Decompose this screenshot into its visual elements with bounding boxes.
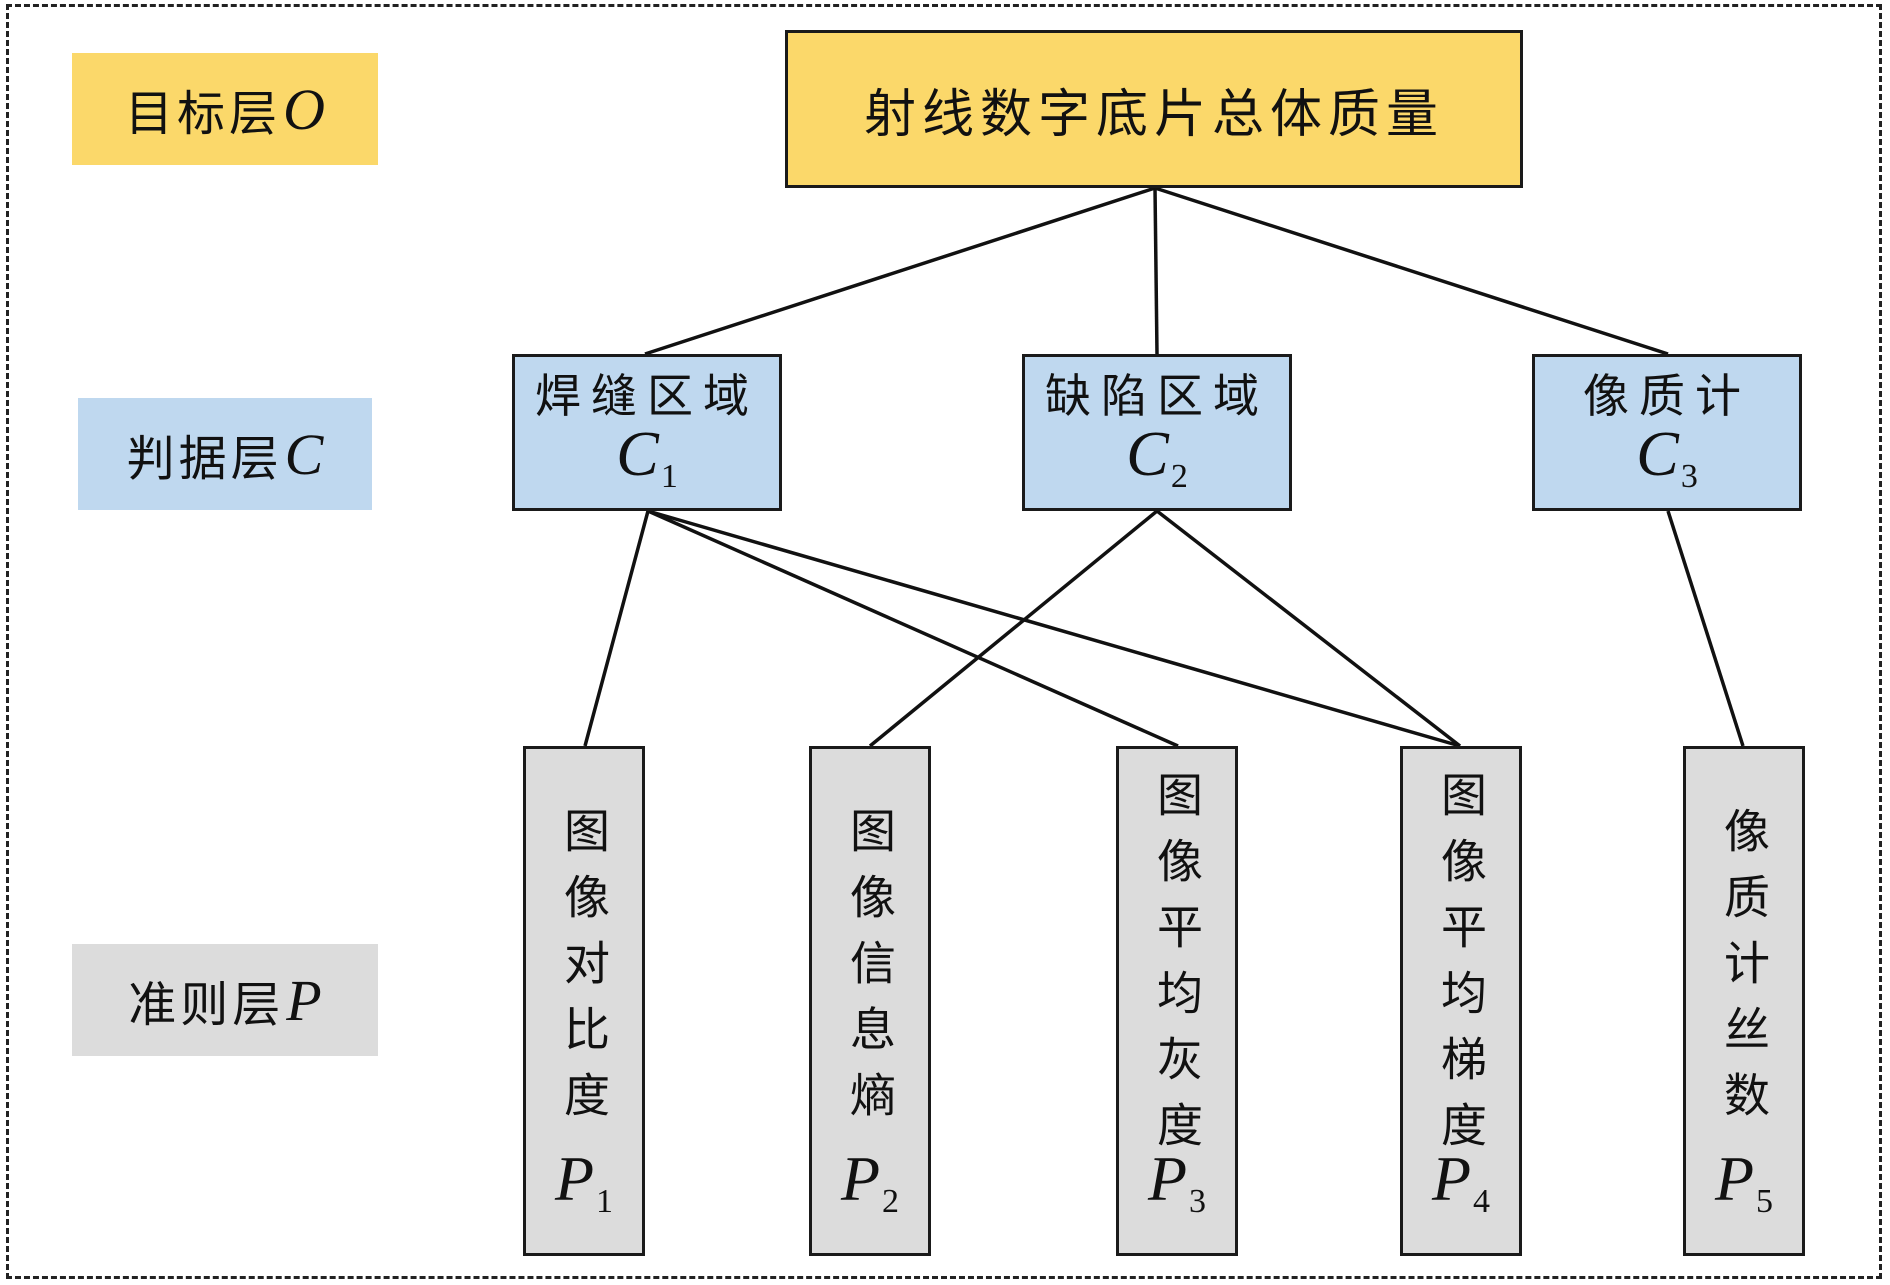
indicator-symbol: P4 — [1431, 1143, 1491, 1220]
link-c2-p4 — [1155, 509, 1462, 748]
criterion-label: 缺陷区域 — [1045, 369, 1269, 424]
link-c2-p2 — [868, 509, 1159, 748]
criterion-symbol: C1 — [616, 417, 678, 495]
criterion-node-c3: 像质计 C3 — [1532, 354, 1802, 511]
layer-criterion-symbol: C — [284, 421, 324, 487]
criterion-node-c2: 缺陷区域 C2 — [1022, 354, 1292, 511]
indicator-label: 图像平均梯度 — [1434, 771, 1488, 1167]
link-c1-p3 — [647, 509, 1179, 748]
indicator-label: 图像平均灰度 — [1150, 771, 1204, 1167]
criterion-symbol: C2 — [1126, 417, 1188, 495]
layer-indicator-text: 准则层 — [128, 977, 285, 1033]
link-goal-c1 — [644, 186, 1156, 356]
indicator-symbol: P1 — [554, 1143, 614, 1220]
goal-node-label: 射线数字底片总体质量 — [863, 84, 1444, 145]
indicator-node-p5: 像质计丝数 P5 — [1683, 746, 1805, 1256]
link-c1-p4 — [647, 509, 1461, 748]
indicator-symbol: P3 — [1147, 1143, 1207, 1220]
indicator-node-p4: 图像平均梯度 P4 — [1400, 746, 1522, 1256]
layer-criterion-text: 判据层 — [126, 431, 283, 487]
link-goal-c3 — [1154, 186, 1669, 356]
indicator-symbol: P5 — [1714, 1143, 1774, 1220]
indicator-node-p2: 图像信息熵 P2 — [809, 746, 931, 1256]
layer-goal-symbol: O — [283, 76, 325, 142]
indicator-label: 图像对比度 — [557, 807, 611, 1137]
layer-goal-text: 目标层 — [125, 86, 282, 142]
criterion-symbol: C3 — [1636, 417, 1698, 495]
indicator-label: 像质计丝数 — [1717, 807, 1771, 1137]
diagram-frame — [6, 4, 1882, 1279]
indicator-node-p3: 图像平均灰度 P3 — [1116, 746, 1238, 1256]
indicator-label: 图像信息熵 — [843, 807, 897, 1137]
link-c1-p1 — [583, 510, 650, 747]
goal-node: 射线数字底片总体质量 — [785, 30, 1523, 188]
layer-indicator-symbol: P — [286, 967, 322, 1033]
criterion-label: 像质计 — [1583, 369, 1751, 424]
criterion-node-c1: 焊缝区域 C1 — [512, 354, 782, 511]
criterion-label: 焊缝区域 — [535, 369, 759, 424]
indicator-symbol: P2 — [840, 1143, 900, 1220]
indicator-node-p1: 图像对比度 P1 — [523, 746, 645, 1256]
link-goal-c2 — [1153, 187, 1159, 355]
link-c3-p5 — [1666, 510, 1745, 747]
